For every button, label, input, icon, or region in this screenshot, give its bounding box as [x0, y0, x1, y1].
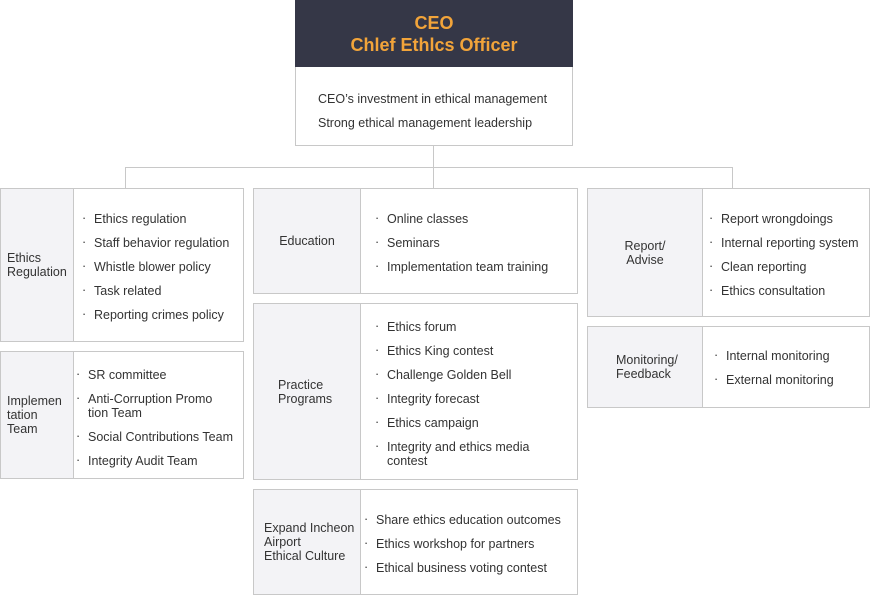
list-item: Whistle blower policy: [80, 259, 229, 274]
report-advise-box: Report/ Advise Report wrongdoingsInterna…: [587, 188, 870, 317]
list-item: Ethics workshop for partners: [362, 536, 561, 551]
expand-culture-label: Expand Incheon Airport Ethical Culture: [254, 490, 361, 594]
ceo-block: CEO Chlef Ethlcs Officer CEO’s investmen…: [295, 0, 573, 146]
implementation-team-label: Implemen tation Team: [1, 352, 74, 478]
list-item: Challenge Golden Bell: [373, 367, 529, 382]
ceo-title: CEO: [414, 13, 454, 33]
list-item: Ethics regulation: [80, 211, 229, 226]
list-item: Integrity forecast: [373, 391, 529, 406]
connector-middle: [433, 167, 434, 189]
education-list: Online classesSeminarsImplementation tea…: [373, 211, 548, 274]
list-item: Anti-Corruption Promo tion Team: [74, 391, 233, 420]
list-item: SR committee: [74, 367, 233, 382]
report-advise-list: Report wrongdoingsInternal reporting sys…: [707, 211, 859, 298]
ethics-regulation-list: Ethics regulationStaff behavior regulati…: [80, 211, 229, 322]
practice-programs-list: Ethics forumEthics King contestChallenge…: [373, 319, 529, 468]
list-item: Ethics King contest: [373, 343, 529, 358]
ethics-regulation-label: Ethics Regulation: [1, 189, 74, 341]
ceo-line-1: CEO’s investment in ethical management: [318, 92, 548, 106]
list-item: Seminars: [373, 235, 548, 250]
list-item: Task related: [80, 283, 229, 298]
list-item: Integrity Audit Team: [74, 453, 233, 468]
list-item: Ethics consultation: [707, 283, 859, 298]
expand-culture-list: Share ethics education outcomesEthics wo…: [362, 512, 561, 575]
list-item: Report wrongdoings: [707, 211, 859, 226]
education-box: Education Online classesSeminarsImplemen…: [253, 188, 578, 294]
list-item: Social Contributions Team: [74, 429, 233, 444]
list-item: Ethics forum: [373, 319, 529, 334]
practice-programs-label: Practice Programs: [254, 304, 361, 479]
implementation-team-box: Implemen tation Team SR committeeAnti-Co…: [0, 351, 244, 479]
list-item: Internal reporting system: [707, 235, 859, 250]
education-label: Education: [254, 189, 361, 293]
list-item: Share ethics education outcomes: [362, 512, 561, 527]
implementation-team-list: SR committeeAnti-Corruption Promo tion T…: [74, 367, 233, 468]
list-item: Reporting crimes policy: [80, 307, 229, 322]
ceo-subtitle: Chlef Ethlcs Officer: [350, 35, 518, 55]
list-item: External monitoring: [712, 372, 834, 387]
ceo-line-2: Strong ethical management leadership: [318, 116, 533, 130]
list-item: Ethics campaign: [373, 415, 529, 430]
monitoring-feedback-list: Internal monitoringExternal monitoring: [712, 348, 834, 387]
ethics-regulation-box: Ethics Regulation Ethics regulationStaff…: [0, 188, 244, 342]
monitoring-feedback-box: Monitoring/ Feedback Internal monitoring…: [587, 326, 870, 408]
connector-vertical-top: [433, 146, 434, 168]
list-item: Staff behavior regulation: [80, 235, 229, 250]
ceo-header: CEO Chlef Ethlcs Officer: [295, 0, 573, 67]
list-item: Ethical business voting contest: [362, 560, 561, 575]
ceo-description: CEO’s investment in ethical management S…: [295, 67, 573, 146]
list-item: Implementation team training: [373, 259, 548, 274]
list-item: Internal monitoring: [712, 348, 834, 363]
connector-right: [732, 167, 733, 189]
monitoring-feedback-label: Monitoring/ Feedback: [588, 327, 703, 407]
expand-culture-box: Expand Incheon Airport Ethical Culture S…: [253, 489, 578, 595]
report-advise-label: Report/ Advise: [588, 189, 703, 316]
list-item: Integrity and ethics media contest: [373, 439, 529, 468]
practice-programs-box: Practice Programs Ethics forumEthics Kin…: [253, 303, 578, 480]
list-item: Clean reporting: [707, 259, 859, 274]
connector-left: [125, 167, 126, 189]
connector-horizontal: [125, 167, 733, 168]
list-item: Online classes: [373, 211, 548, 226]
